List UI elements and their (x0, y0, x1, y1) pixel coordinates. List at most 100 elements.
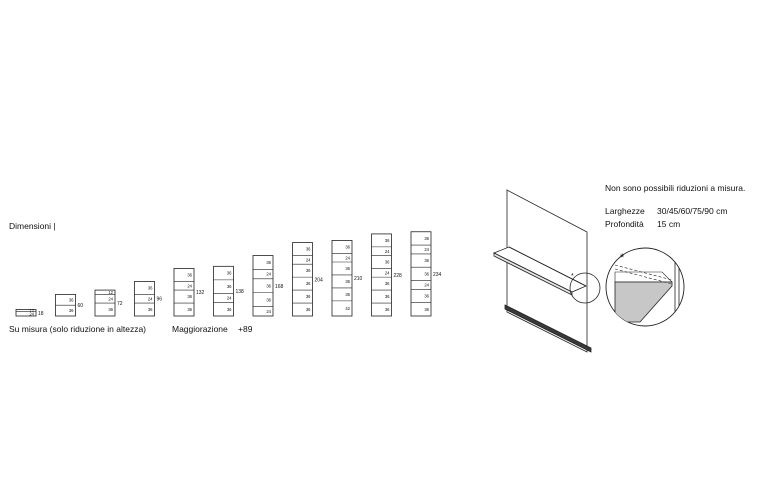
segment-label: 36 (227, 284, 232, 289)
detail-callout-circle (569, 272, 601, 304)
increase-value: +89 (238, 324, 253, 334)
segment-label: 24 (227, 296, 232, 301)
depth-value: 15 cm (657, 219, 681, 229)
segment-label: 36 (266, 297, 271, 302)
segment-label: 36 (385, 260, 390, 265)
segment-label: 24 (29, 311, 34, 316)
segment-label: 24 (266, 272, 271, 277)
segment-label: 24 (385, 270, 390, 275)
segment-label: 36 (345, 279, 350, 284)
module-height-label: 204 (315, 277, 324, 283)
module-6: 36 36 24 36 138 (213, 265, 245, 317)
segment-label: 24 (424, 247, 429, 252)
segment-label: 36 (345, 266, 350, 271)
segment-label: 36 (345, 244, 350, 249)
detail-magnified (605, 247, 685, 327)
segment-label: 36 (227, 307, 232, 312)
callout-asterisk: * (571, 273, 574, 280)
module-outline (292, 242, 313, 317)
detail-asterisk: * (620, 252, 625, 264)
depth-row: Profondità 15 cm (605, 220, 680, 229)
segment-label: 24 (345, 255, 350, 260)
module-outline (173, 268, 195, 317)
segment-label: 24 (424, 283, 429, 288)
module-height-label: 234 (433, 272, 442, 278)
module-height-label: 228 (394, 273, 403, 279)
increase-label: Maggiorazione (172, 324, 228, 334)
segment-label: 36 (424, 236, 429, 241)
module-outline (252, 255, 274, 317)
segment-label: 24 (108, 296, 113, 301)
segment-label: 24 (187, 283, 192, 288)
module-outline (134, 281, 155, 317)
dimensions-title: Dimensioni | (9, 221, 56, 231)
module-outline (410, 231, 432, 317)
module-5: 36 24 36 36 132 (173, 268, 205, 317)
segment-label: 36 (187, 273, 192, 278)
depth-label: Profondità (605, 219, 644, 229)
segment-label: 36 (266, 283, 271, 288)
segment-label: 36 (306, 307, 311, 312)
module-10: 36 24 36 24 36 36 36 228 (371, 233, 403, 317)
detail-shelf-top (614, 271, 673, 283)
segment-label: 42 (345, 306, 350, 311)
widths-row: Larghezze 30/45/60/75/90 cm (605, 207, 727, 216)
segment-label: 36 (385, 294, 390, 299)
module-height-label: 18 (38, 311, 44, 317)
segment-label: 36 (266, 260, 271, 265)
segment-label: 36 (306, 294, 311, 299)
segment-label: 36 (306, 247, 311, 252)
module-outline (15, 309, 37, 317)
segment-label: 36 (306, 268, 311, 273)
segment-label: 12 (108, 290, 113, 295)
segment-label: 36 (108, 307, 113, 312)
segment-label: 36 (69, 297, 74, 302)
segment-label: 36 (385, 281, 390, 286)
module-height-label: 132 (196, 290, 205, 296)
module-height-label: 210 (354, 276, 363, 282)
module-outline (331, 239, 353, 317)
module-height-label: 96 (157, 297, 163, 303)
segment-label: 36 (306, 281, 311, 286)
module-7: 36 24 36 36 24 168 (252, 255, 284, 317)
segment-label: 36 (187, 307, 192, 312)
module-height-label: 138 (236, 289, 245, 295)
widths-label: Larghezze (605, 206, 645, 216)
segment-label: 24 (385, 249, 390, 254)
custom-size-caption: Su misura (solo riduzione in altezza) (9, 324, 147, 334)
segment-label: 36 (148, 307, 153, 312)
module-11: 36 24 36 36 24 36 36 234 (410, 231, 442, 317)
segment-label: 36 (385, 238, 390, 243)
segment-label: 36 (424, 271, 429, 276)
module-outline (213, 265, 234, 317)
segment-label: 36 (148, 286, 153, 291)
segment-label: 36 (424, 294, 429, 299)
module-height-label: 72 (117, 301, 123, 307)
wall-panel-drawing (493, 189, 601, 353)
module-9: 36 24 36 36 36 42 210 (331, 239, 363, 317)
segment-label: 12 (29, 308, 34, 313)
segment-label: 36 (424, 307, 429, 312)
segment-label: 36 (345, 292, 350, 297)
no-custom-note: Non sono possibili riduzioni a misura. (605, 183, 746, 193)
segment-label: 24 (148, 296, 153, 301)
segment-label: 36 (69, 308, 74, 313)
module-outline (371, 233, 392, 317)
module-height-label: 168 (275, 284, 284, 290)
segment-label: 36 (385, 307, 390, 312)
widths-value: 30/45/60/75/90 cm (657, 206, 728, 216)
segment-label: 36 (424, 258, 429, 263)
segment-label: 24 (306, 257, 311, 262)
module-height-label: 60 (78, 303, 84, 309)
segment-label: 24 (266, 309, 271, 314)
module-4: 36 24 36 96 (134, 281, 163, 317)
segment-label: 36 (187, 294, 192, 299)
module-8: 36 24 36 36 36 36 204 (292, 242, 324, 317)
segment-label: 36 (227, 271, 232, 276)
floor-rail (504, 304, 592, 353)
module-2: 36 36 60 (55, 293, 84, 317)
